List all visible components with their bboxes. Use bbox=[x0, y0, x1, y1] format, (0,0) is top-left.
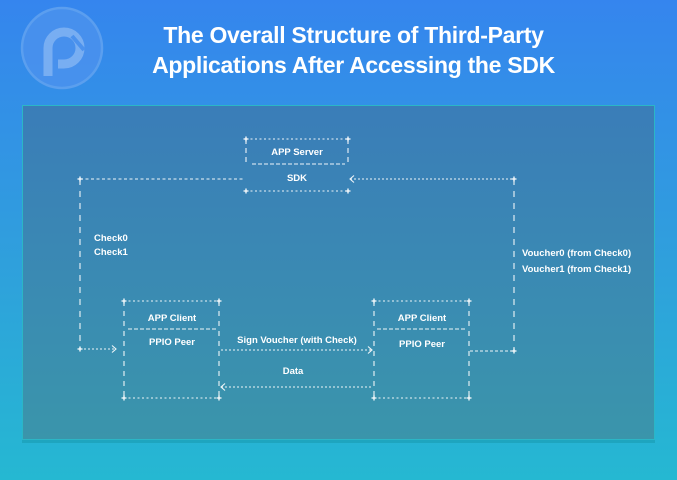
sdk-to-left-client-connector bbox=[79, 178, 244, 353]
voucher0-label: Voucher0 (from Check0) bbox=[522, 248, 632, 259]
page-title: The Overall Structure of Third-Party App… bbox=[0, 20, 677, 80]
app-server-box bbox=[245, 138, 349, 192]
data-label: Data bbox=[282, 366, 304, 377]
right-client-to-sdk-connector bbox=[349, 175, 515, 352]
sign-voucher-label: Sign Voucher (with Check) bbox=[237, 335, 357, 346]
left-app-client-label: APP Client bbox=[147, 313, 197, 324]
right-ppio-peer-label: PPIO Peer bbox=[399, 339, 445, 350]
check0-label: Check0 bbox=[94, 233, 128, 244]
right-app-client-label: APP Client bbox=[397, 313, 447, 324]
left-ppio-peer-label: PPIO Peer bbox=[149, 337, 195, 348]
corner-markers bbox=[77, 136, 517, 401]
check1-label: Check1 bbox=[94, 247, 128, 258]
sdk-label: SDK bbox=[286, 173, 308, 184]
right-client-box bbox=[373, 300, 470, 399]
diagram-panel bbox=[22, 105, 655, 440]
data-arrow bbox=[220, 383, 372, 391]
title-line-2: Applications After Accessing the SDK bbox=[152, 52, 555, 78]
left-client-box bbox=[123, 300, 220, 399]
sign-voucher-arrow bbox=[221, 346, 373, 354]
title-line-1: The Overall Structure of Third-Party bbox=[163, 22, 544, 48]
voucher1-label: Voucher1 (from Check1) bbox=[522, 264, 632, 275]
app-server-label: APP Server bbox=[271, 147, 323, 158]
ppio-logo-icon bbox=[20, 6, 104, 90]
